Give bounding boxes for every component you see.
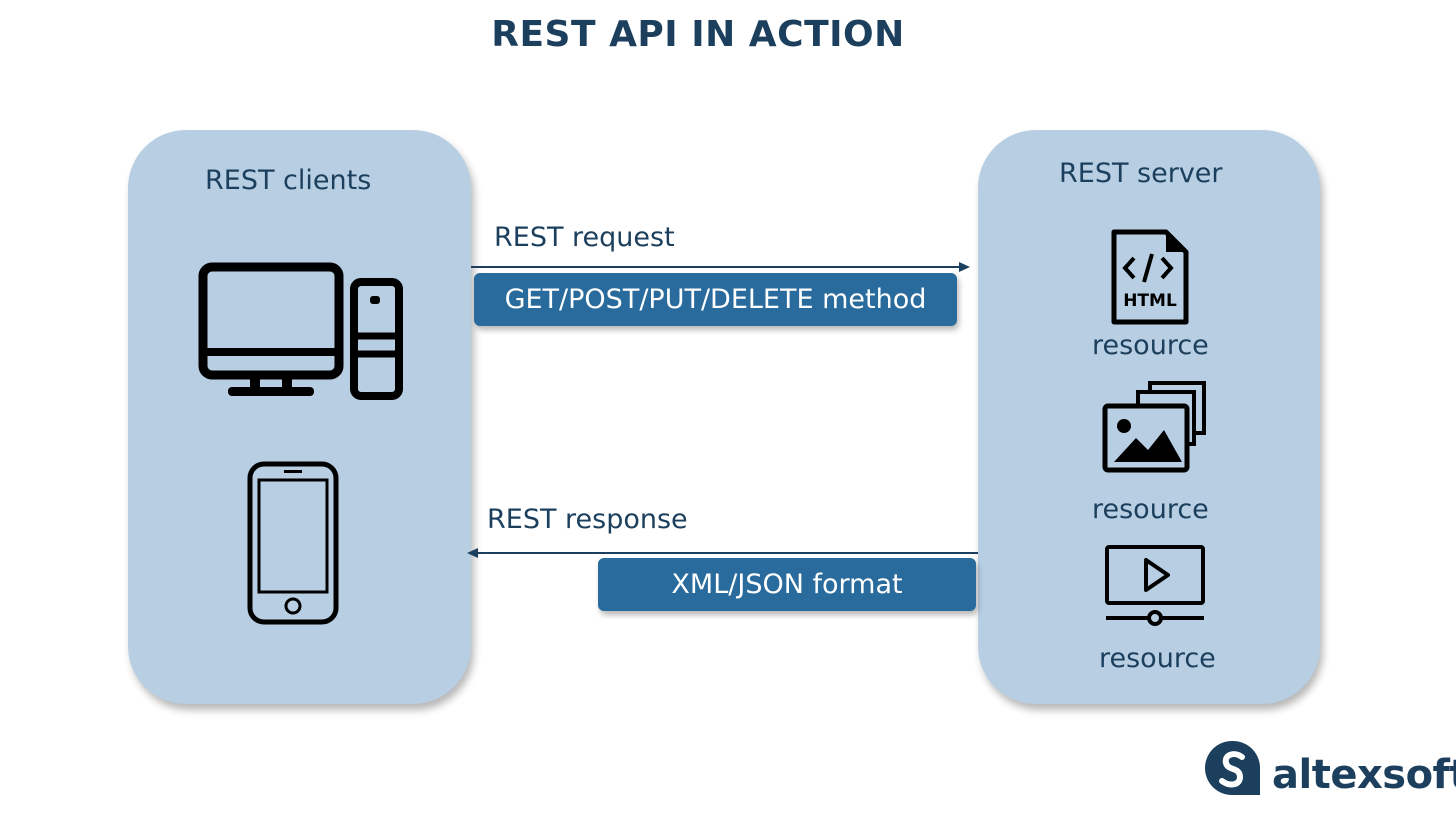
rest-request-label: REST request [494, 222, 675, 253]
server-title: REST server [1059, 158, 1223, 189]
altexsoft-logo-text: altexsoft [1272, 752, 1456, 798]
http-method-box: GET/POST/PUT/DELETE method [474, 273, 957, 326]
image-gallery-icon [1102, 380, 1208, 476]
clients-title: REST clients [205, 165, 372, 196]
resource-label-html: resource [1092, 330, 1209, 361]
video-player-icon [1104, 544, 1208, 628]
smartphone-icon [246, 460, 342, 626]
altexsoft-logo-icon [1204, 739, 1262, 803]
rest-server-panel: REST server HTML resource resource reso [978, 130, 1320, 704]
diagram-title: REST API IN ACTION [491, 14, 905, 55]
rest-response-label: REST response [487, 504, 688, 535]
rest-clients-panel: REST clients [128, 130, 471, 704]
resource-label-video: resource [1099, 643, 1216, 674]
desktop-computer-icon [198, 260, 408, 400]
response-format-box: XML/JSON format [598, 558, 976, 611]
resource-label-image: resource [1092, 494, 1209, 525]
response-arrow [467, 548, 978, 558]
request-arrow [471, 262, 970, 272]
html-icon-text: HTML [1123, 291, 1177, 311]
html-file-icon: HTML [1108, 228, 1190, 328]
